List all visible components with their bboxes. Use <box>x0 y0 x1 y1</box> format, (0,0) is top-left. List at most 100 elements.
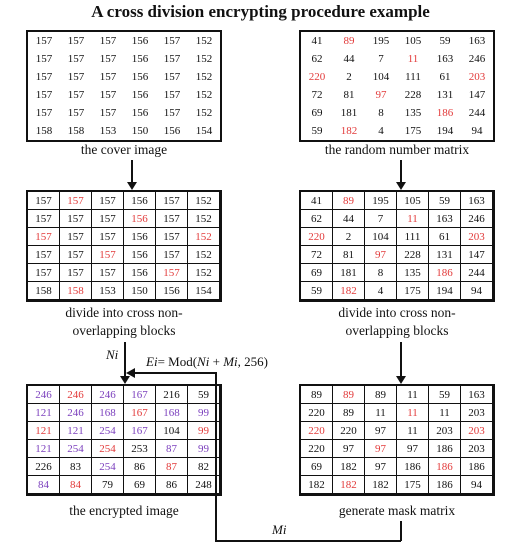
matrix-cell: 163 <box>461 386 493 404</box>
ni-label: Ni <box>106 347 119 362</box>
matrix-cell: 157 <box>156 246 188 264</box>
formula-ei: Ei <box>146 354 158 369</box>
matrix-cell: 157 <box>60 246 92 264</box>
matrix-cell: 186 <box>397 458 429 476</box>
matrix-cell: 157 <box>60 210 92 228</box>
matrix-cell: 167 <box>124 386 156 404</box>
matrix-cell: 254 <box>92 458 124 476</box>
matrix-cell: 157 <box>92 192 124 210</box>
matrix-cell: 11 <box>407 53 419 65</box>
matrix-cell: 147 <box>468 89 486 101</box>
matrix-cell: 163 <box>436 53 454 65</box>
matrix-cell: 157 <box>28 264 60 282</box>
matrix-cell: 94 <box>471 125 483 137</box>
matrix-cell: 7 <box>378 53 384 65</box>
matrix-cell: 157 <box>60 192 92 210</box>
matrix-cell: 157 <box>163 35 181 47</box>
matrix-cell: 82 <box>188 458 220 476</box>
matrix-cell: 246 <box>461 210 493 228</box>
matrix-cell: 97 <box>365 458 397 476</box>
matrix-cell: 157 <box>28 192 60 210</box>
matrix-cell: 152 <box>195 53 213 65</box>
matrix-cell: 62 <box>301 210 333 228</box>
mi-path-arrow-head <box>126 368 135 378</box>
matrix-cell: 7 <box>365 210 397 228</box>
matrix-cell: 157 <box>35 89 53 101</box>
matrix-cell: 11 <box>397 404 429 422</box>
matrix-cell: 121 <box>28 440 60 458</box>
matrix-cell: 157 <box>92 228 124 246</box>
matrix-cell: 154 <box>195 125 213 137</box>
matrix-cell: 157 <box>35 35 53 47</box>
matrix-cell: 62 <box>311 53 323 65</box>
matrix-cell: 220 <box>301 404 333 422</box>
matrix-cell: 194 <box>436 125 454 137</box>
matrix-cell: 157 <box>156 192 188 210</box>
matrix-cell: 105 <box>404 35 422 47</box>
matrix-cell: 157 <box>67 71 85 83</box>
matrix-cell: 158 <box>28 282 60 300</box>
matrix-cell: 111 <box>405 71 421 83</box>
matrix-cell: 8 <box>365 264 397 282</box>
matrix-cell: 195 <box>365 192 397 210</box>
matrix-cell: 111 <box>397 228 429 246</box>
matrix-cell: 59 <box>429 386 461 404</box>
matrix-cell: 168 <box>92 404 124 422</box>
matrix-cell: 186 <box>436 107 454 119</box>
matrix-cell: 157 <box>99 35 117 47</box>
matrix-cell: 156 <box>124 246 156 264</box>
matrix-cell: 157 <box>60 228 92 246</box>
matrix-cell: 152 <box>188 228 220 246</box>
formula-mi: Mi <box>223 354 238 369</box>
matrix-cell: 220 <box>301 228 333 246</box>
matrix-cell: 59 <box>311 125 323 137</box>
matrix-cell: 99 <box>188 422 220 440</box>
matrix-cell: 157 <box>28 246 60 264</box>
matrix-cell: 246 <box>468 53 486 65</box>
matrix-cell: 99 <box>188 404 220 422</box>
matrix-cell: 147 <box>461 246 493 264</box>
matrix-cell: 97 <box>397 440 429 458</box>
matrix-cell: 157 <box>67 107 85 119</box>
matrix-cell: 79 <box>92 476 124 494</box>
arrow-blocks-to-encrypted <box>124 342 126 376</box>
matrix-cell: 59 <box>301 282 333 300</box>
matrix-cell: 89 <box>343 35 355 47</box>
matrix-cell: 69 <box>301 264 333 282</box>
matrix-cell: 203 <box>461 422 493 440</box>
matrix-cell: 150 <box>124 282 156 300</box>
matrix-cell: 69 <box>124 476 156 494</box>
matrix-cell: 156 <box>131 35 149 47</box>
matrix-cell: 157 <box>163 71 181 83</box>
encrypted-image-caption: the encrypted image <box>69 503 179 518</box>
matrix-cell: 186 <box>429 264 461 282</box>
matrix-cell: 41 <box>301 192 333 210</box>
mi-label: Mi <box>272 522 287 537</box>
matrix-cell: 246 <box>60 386 92 404</box>
matrix-cell: 87 <box>156 458 188 476</box>
matrix-cell: 157 <box>92 264 124 282</box>
matrix-cell: 203 <box>468 71 486 83</box>
matrix-cell: 220 <box>301 440 333 458</box>
matrix-cell: 156 <box>131 53 149 65</box>
matrix-cell: 157 <box>156 264 188 282</box>
matrix-cell: 154 <box>188 282 220 300</box>
matrix-cell: 248 <box>188 476 220 494</box>
matrix-cell: 11 <box>397 422 429 440</box>
arrow-random-blocks-to-mask-head <box>396 376 406 384</box>
matrix-cell: 220 <box>308 71 326 83</box>
matrix-cell: 156 <box>124 228 156 246</box>
matrix-cell: 97 <box>365 422 397 440</box>
matrix-cell: 121 <box>60 422 92 440</box>
matrix-cell: 157 <box>35 107 53 119</box>
matrix-cell: 121 <box>28 404 60 422</box>
matrix-cell: 246 <box>60 404 92 422</box>
matrix-cell: 156 <box>163 125 181 137</box>
matrix-cell: 228 <box>397 246 429 264</box>
matrix-cell: 157 <box>67 53 85 65</box>
matrix-cell: 97 <box>365 440 397 458</box>
matrix-cell: 181 <box>340 107 358 119</box>
matrix-cell: 59 <box>188 386 220 404</box>
matrix-cell: 94 <box>461 282 493 300</box>
matrix-cell: 186 <box>429 440 461 458</box>
